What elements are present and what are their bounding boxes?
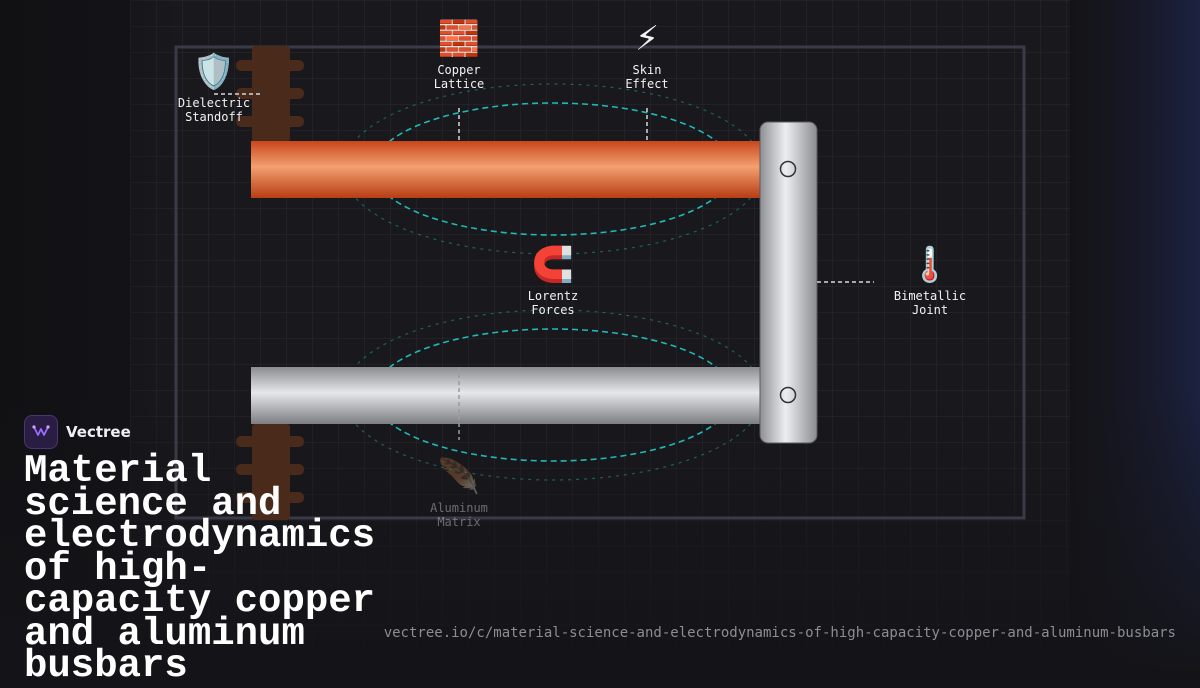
bottom-shade <box>0 390 1200 675</box>
label-text: Copper Lattice <box>433 63 485 91</box>
label-copper-lattice: 🧱 Copper Lattice <box>399 19 519 91</box>
shield-icon: 🛡️ <box>192 52 236 92</box>
brick-icon: 🧱 <box>437 19 481 59</box>
label-text: Bimetallic Joint <box>893 289 967 317</box>
label-text: Skin Effect <box>625 63 669 91</box>
label-text: Dielectric Standoff <box>177 96 251 124</box>
joint-bolt-bottom <box>779 386 797 404</box>
label-lorentz-forces: 🧲 Lorentz Forces <box>493 245 613 317</box>
label-bimetallic-joint: 🌡️ Bimetallic Joint <box>870 245 990 317</box>
label-dielectric-standoff: 🛡️ Dielectric Standoff <box>154 52 274 124</box>
lightning-icon: ⚡ <box>635 19 659 59</box>
joint-bolt-top <box>779 160 797 178</box>
brand[interactable]: Vectree <box>24 415 131 449</box>
page-url[interactable]: vectree.io/c/material-science-and-electr… <box>383 625 1176 641</box>
copper-busbar <box>251 141 763 198</box>
enclosure-frame <box>174 45 1026 520</box>
magnet-icon: 🧲 <box>531 245 575 285</box>
feather-icon: 🪶 <box>437 457 481 497</box>
label-text: Aluminum Matrix <box>430 501 488 529</box>
dielectric-standoff-top <box>236 46 304 142</box>
brand-name: Vectree <box>66 423 131 441</box>
label-skin-effect: ⚡ Skin Effect <box>587 19 707 91</box>
page-title: Material science and electrodynamics of … <box>24 449 376 688</box>
aluminum-busbar <box>251 367 763 424</box>
label-text: Lorentz Forces <box>527 289 579 317</box>
dielectric-standoff-bottom <box>236 424 304 520</box>
label-aluminum-matrix: 🪶 Aluminum Matrix <box>399 457 519 529</box>
bimetallic-joint-plate <box>759 121 818 444</box>
vectree-logo-icon <box>24 415 58 449</box>
thermometer-icon: 🌡️ <box>908 245 952 285</box>
